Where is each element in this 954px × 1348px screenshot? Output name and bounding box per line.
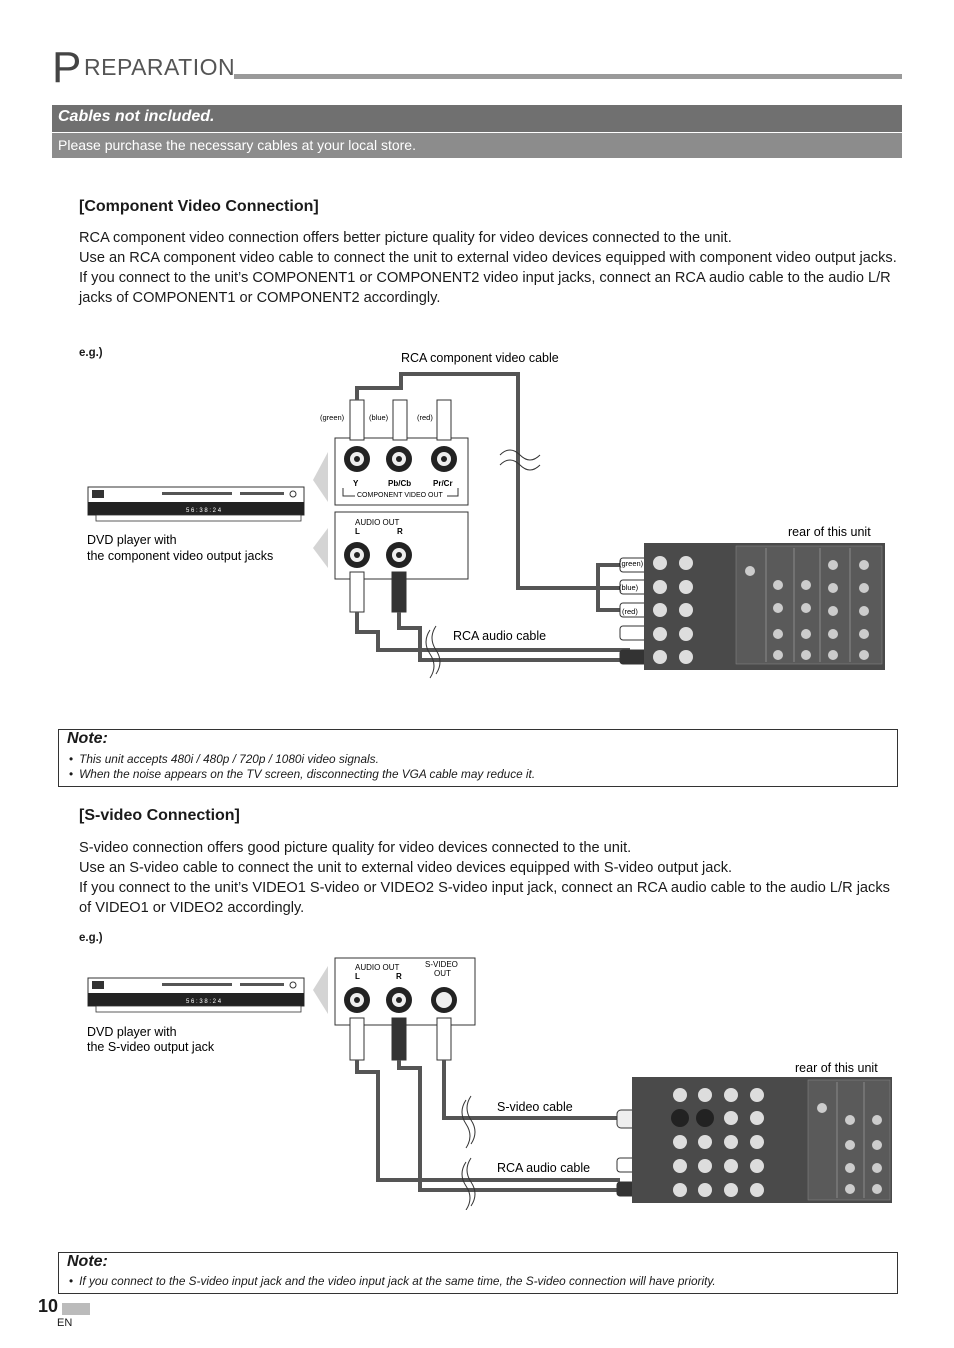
dvd-player-label-line2: the component video output jacks bbox=[87, 549, 273, 563]
jack-label-y: Y bbox=[353, 479, 359, 488]
dvd-display: 5 6 : 3 8 : 2 4 bbox=[186, 508, 222, 514]
language-code: EN bbox=[57, 1317, 73, 1329]
note-box: Note: If you connect to the S-video inpu… bbox=[58, 1252, 898, 1294]
note-title: Note: bbox=[67, 1253, 108, 1270]
rca-audio-cable-label: RCA audio cable bbox=[453, 629, 546, 643]
page-title-initial: P bbox=[52, 43, 82, 92]
svideo-description: S-video connection offers good picture q… bbox=[79, 838, 905, 918]
note-item: This unit accepts 480i / 480p / 720p / 1… bbox=[69, 752, 535, 767]
cables-subbanner: Please purchase the necessary cables at … bbox=[52, 133, 902, 158]
cables-banner-heading: Cables not included. bbox=[58, 108, 215, 125]
dvd-display: 5 6 : 3 8 : 2 4 bbox=[186, 999, 222, 1005]
audio-r-label: R bbox=[396, 972, 402, 981]
rca-component-cable-label: RCA component video cable bbox=[401, 351, 559, 365]
page-number-bar bbox=[62, 1303, 90, 1315]
svideo-paragraph: S-video connection offers good picture q… bbox=[79, 840, 632, 856]
tag-green: (green) bbox=[619, 559, 644, 568]
dvd-player-label-line1: DVD player with bbox=[87, 533, 177, 547]
note-item: If you connect to the S-video input jack… bbox=[69, 1274, 716, 1289]
svideo-out-label-1: S-VIDEO bbox=[425, 960, 458, 969]
component-section-title: [Component Video Connection] bbox=[79, 198, 319, 215]
svideo-eg-label: e.g.) bbox=[79, 932, 103, 944]
dvd-player-label-line2: the S-video output jack bbox=[87, 1040, 215, 1054]
component-video-out-panel: Y Pb/Cb Pr/Cr COMPONENT VIDEO OUT bbox=[334, 437, 469, 506]
component-out-label: COMPONENT VIDEO OUT bbox=[357, 492, 444, 499]
audio-out-label: AUDIO OUT bbox=[355, 963, 400, 972]
svideo-connection-diagram: 5 6 : 3 8 : 2 4 DVD player with the S-vi… bbox=[87, 957, 892, 1210]
component-connection-diagram: 5 6 : 3 8 : 2 4 Y Pb/Cb Pr/Cr COMPONENT … bbox=[87, 351, 885, 679]
plug-label-red: (red) bbox=[417, 413, 433, 422]
component-paragraph: RCA component video connection offers be… bbox=[79, 230, 732, 246]
svideo-paragraph: If you connect to the unit’s VIDEO1 S-vi… bbox=[79, 880, 890, 916]
tv-rear-panel bbox=[632, 1077, 892, 1203]
component-paragraph: Use an RCA component video cable to conn… bbox=[79, 250, 897, 266]
note-box: Note: This unit accepts 480i / 480p / 72… bbox=[58, 729, 898, 787]
svideo-section-title: [S-video Connection] bbox=[79, 807, 240, 824]
cables-banner: Cables not included. bbox=[52, 105, 902, 132]
cables-banner-subheading: Please purchase the necessary cables at … bbox=[58, 137, 416, 153]
audio-l-label: L bbox=[355, 527, 360, 536]
tag-blue: (blue) bbox=[619, 583, 639, 592]
svideo-out-label-2: OUT bbox=[434, 969, 451, 978]
arrow-icon bbox=[313, 452, 328, 502]
audio-out-label: AUDIO OUT bbox=[355, 518, 400, 527]
component-paragraph: If you connect to the unit’s COMPONENT1 … bbox=[79, 270, 891, 306]
page-number: 10 bbox=[38, 1296, 59, 1316]
tv-rear-panel bbox=[644, 543, 885, 670]
page-title: REPARATION bbox=[84, 54, 236, 80]
svideo-out-panel: AUDIO OUT L R S-VIDEO OUT bbox=[334, 957, 476, 1026]
rear-of-unit-label: rear of this unit bbox=[788, 525, 871, 539]
dvd-player-illustration: 5 6 : 3 8 : 2 4 bbox=[87, 977, 305, 1013]
title-rule bbox=[234, 74, 902, 79]
plug-label-blue: (blue) bbox=[369, 413, 389, 422]
audio-out-panel: AUDIO OUT L R bbox=[334, 511, 469, 580]
audio-r-label: R bbox=[397, 527, 403, 536]
arrow-icon bbox=[313, 528, 328, 568]
plug-label-green: (green) bbox=[320, 413, 345, 422]
jack-label-pb: Pb/Cb bbox=[388, 479, 411, 488]
dvd-player-label-line1: DVD player with bbox=[87, 1025, 177, 1039]
tag-red: (red) bbox=[622, 607, 638, 616]
arrow-icon bbox=[313, 966, 328, 1014]
svideo-paragraph: Use an S-video cable to connect the unit… bbox=[79, 860, 733, 876]
note-title: Note: bbox=[67, 730, 108, 747]
audio-l-label: L bbox=[355, 972, 360, 981]
note-item: When the noise appears on the TV screen,… bbox=[69, 767, 535, 782]
component-plugs: (green) (blue) (red) bbox=[320, 399, 452, 441]
component-eg-label: e.g.) bbox=[79, 347, 103, 359]
dvd-player-illustration: 5 6 : 3 8 : 2 4 bbox=[87, 486, 305, 522]
jack-label-pr: Pr/Cr bbox=[433, 479, 453, 488]
rear-of-unit-label: rear of this unit bbox=[795, 1061, 878, 1075]
svideo-cable-label: S-video cable bbox=[497, 1100, 573, 1114]
rca-audio-cable-label: RCA audio cable bbox=[497, 1161, 590, 1175]
component-description: RCA component video connection offers be… bbox=[79, 228, 905, 308]
